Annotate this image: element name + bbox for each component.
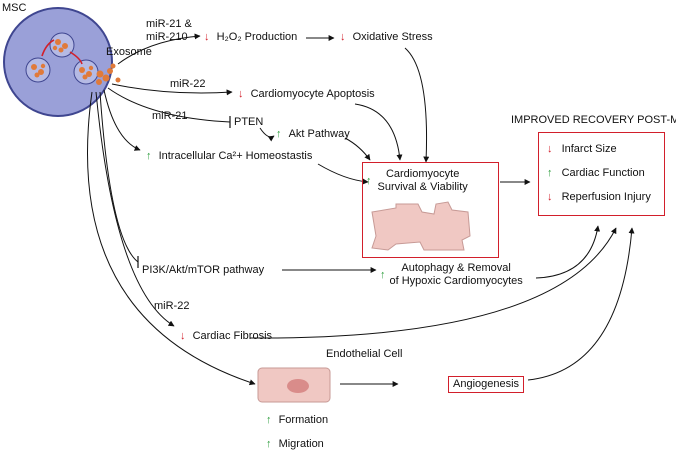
up-arrow-icon: ↑ xyxy=(146,150,152,162)
recovery-box: ↓ Infarct Size ↑ Cardiac Function ↓ Repe… xyxy=(538,132,665,216)
autophagy-node: ↑ Autophagy & Removal of Hypoxic Cardiom… xyxy=(380,262,523,288)
oxidative-node: ↓ Oxidative Stress xyxy=(340,31,433,44)
msc-label: MSC xyxy=(2,2,27,14)
up-arrow-icon: ↑ xyxy=(266,414,272,426)
migration-text: Migration xyxy=(278,438,324,450)
arrow-to-apoptosis xyxy=(111,83,233,96)
arrow-apoptosis-survival xyxy=(354,103,403,161)
survival-box xyxy=(362,162,499,258)
down-arrow-icon: ↓ xyxy=(547,143,553,155)
migration-node: ↑ Migration xyxy=(266,438,324,451)
endothelial-nucleus xyxy=(287,379,309,393)
survival-line1: Cardiomyocyte xyxy=(385,168,460,180)
akt-node: ↑ Akt Pathway xyxy=(276,128,350,141)
arrow-to-calcium xyxy=(103,89,141,151)
recovery-item-text: Cardiac Function xyxy=(561,167,645,179)
angiogenesis-box: Angiogenesis xyxy=(448,376,525,393)
arrow-calcium-survival xyxy=(317,163,369,185)
recovery-item: ↓ Infarct Size xyxy=(547,143,617,156)
pten-node: PTEN xyxy=(234,116,264,128)
recovery-item: ↓ Reperfusion Injury xyxy=(547,191,651,204)
down-arrow-icon: ↓ xyxy=(547,191,553,203)
up-arrow-icon: ↑ xyxy=(266,438,272,450)
pi3k-node: PI3K/Akt/mTOR pathway xyxy=(142,264,265,276)
recovery-item: ↑ Cardiac Function xyxy=(547,167,645,180)
arrow-to-fibrosis xyxy=(95,91,175,327)
down-arrow-icon: ↓ xyxy=(238,88,244,100)
calcium-node: ↑ Intracellular Ca²+ Homeostastis xyxy=(146,150,312,163)
inhibit-pten xyxy=(107,87,231,123)
up-arrow-icon: ↑ xyxy=(547,167,553,179)
calcium-text: Intracellular Ca²+ Homeostastis xyxy=(158,150,313,162)
formation-node: ↑ Formation xyxy=(266,414,328,427)
msc-cell xyxy=(3,7,113,117)
fibrosis-text: Cardiac Fibrosis xyxy=(192,330,273,342)
apoptosis-node: ↓ Cardiomyocyte Apoptosis xyxy=(238,88,375,101)
autophagy-line1: Autophagy & Removal xyxy=(401,262,511,274)
h2o2-text: H₂O₂ Production xyxy=(216,31,298,43)
up-arrow-icon: ↑ xyxy=(366,174,372,187)
endothelial-label: Endothelial Cell xyxy=(326,348,403,360)
exosome-cluster xyxy=(96,63,121,85)
survival-line2: Survival & Viability xyxy=(377,181,468,193)
down-arrow-icon: ↓ xyxy=(340,31,346,43)
akt-text: Akt Pathway xyxy=(288,128,350,140)
h2o2-node: ↓ H₂O₂ Production xyxy=(204,31,297,44)
fibrosis-node: ↓ Cardiac Fibrosis xyxy=(180,330,272,343)
mirna-21-label: miR-21 xyxy=(152,110,188,122)
mirna-22-top-label: miR-22 xyxy=(170,78,206,90)
arrow-to-endothelial xyxy=(86,91,256,386)
down-arrow-icon: ↓ xyxy=(180,330,186,342)
survival-label: ↑ Cardiomyocyte Survival & Viability xyxy=(366,168,468,194)
cardiomyocyte-shape xyxy=(371,201,471,251)
arrow-akt-survival xyxy=(344,137,371,161)
arrow-oxidative-survival xyxy=(404,47,430,163)
autophagy-line2: of Hypoxic Cardiomyocytes xyxy=(389,275,523,287)
formation-text: Formation xyxy=(278,414,329,426)
arrow-to-h2o2 xyxy=(117,33,201,65)
arrow-fibrosis-recovery xyxy=(249,227,617,339)
recovery-item-text: Reperfusion Injury xyxy=(561,191,651,203)
recovery-item-text: Infarct Size xyxy=(561,143,617,155)
exosome-label: Exosome xyxy=(106,46,152,58)
mirna-22-bottom-label: miR-22 xyxy=(154,300,190,312)
mirna-21-210-label: miR-21 & miR-210 xyxy=(146,18,192,43)
apoptosis-text: Cardiomyocyte Apoptosis xyxy=(250,88,375,100)
oxidative-text: Oxidative Stress xyxy=(352,31,433,43)
arrow-autophagy-recovery xyxy=(535,225,601,279)
inhibit-pi3k xyxy=(99,91,139,263)
arrow-pten-akt xyxy=(259,127,275,142)
recovery-title: IMPROVED RECOVERY POST-MI xyxy=(511,114,676,126)
up-arrow-icon: ↑ xyxy=(380,268,386,281)
arrow-angio-recovery xyxy=(527,227,635,381)
up-arrow-icon: ↑ xyxy=(276,128,282,140)
down-arrow-icon: ↓ xyxy=(204,31,210,43)
